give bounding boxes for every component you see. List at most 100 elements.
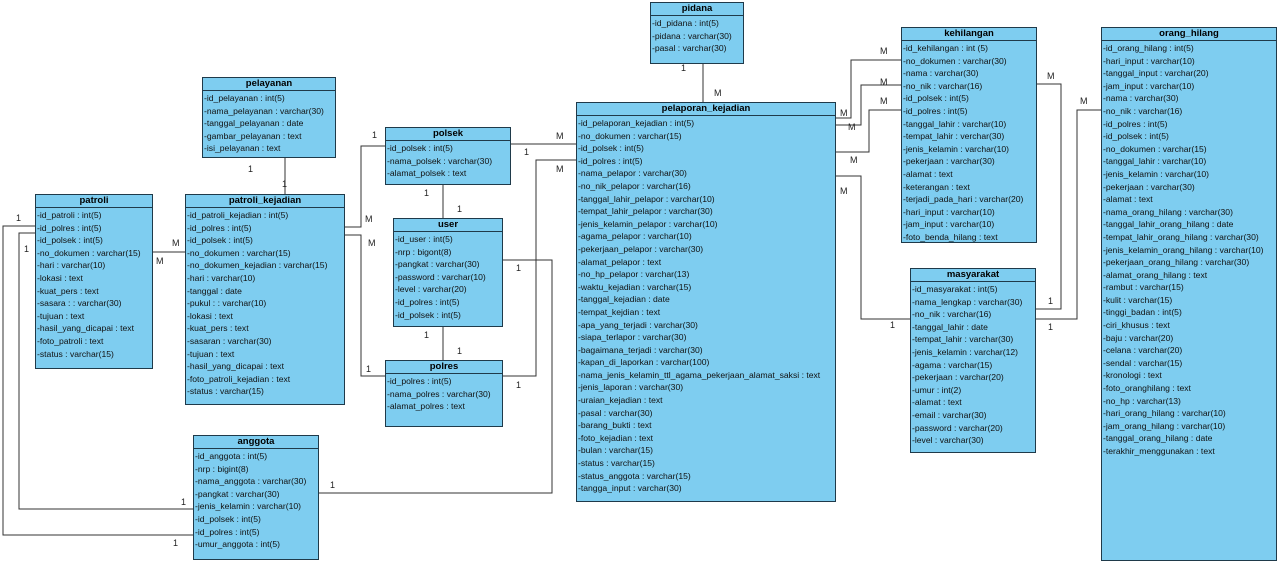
attribute-row: -bulan : varchar(15) xyxy=(578,445,653,456)
attribute-row: -terakhir_menggunakan : text xyxy=(1103,446,1215,456)
attribute-row: -foto_patroli : text xyxy=(37,335,104,346)
entity-anggota[interactable]: anggota -id_anggota : int(5)-nrp : bigin… xyxy=(193,435,319,560)
attribute-row: -jenis_kelamin : varchar(12) xyxy=(912,346,1019,357)
attribute-row: -tanggal_lahir_pelapor : varchar(10) xyxy=(578,193,715,204)
attribute-row: -id_polsek : int(5) xyxy=(1103,131,1169,142)
attribute-row: -no_dokumen : varchar(15) xyxy=(1103,143,1207,154)
attribute-list: -id_pelaporan_kejadian : int(5)-no_dokum… xyxy=(577,116,835,495)
attribute-row: -jenis_kelamin_orang_hilang : varchar(10… xyxy=(1103,244,1264,255)
cardinality-label: 1 xyxy=(330,480,336,490)
attribute-row: -no_nik : varchar(16) xyxy=(1103,105,1183,116)
attribute-row: -id_polres : int(5) xyxy=(387,376,452,386)
attribute-row: -jam_orang_hilang : varchar(10) xyxy=(1103,420,1226,431)
cardinality-label: 1 xyxy=(524,147,530,157)
attribute-row: -nama : varchar(30) xyxy=(903,68,979,79)
attribute-row: -foto_patroli_kejadian : text xyxy=(187,373,291,384)
attribute-row: -nama_pelayanan : varchar(30) xyxy=(204,105,324,116)
attribute-row: -jenis_kelamin : varchar(10) xyxy=(903,143,1010,154)
attribute-list: -id_user : int(5)-nrp : bigont(8)-pangka… xyxy=(394,232,502,321)
cardinality-label: 1 xyxy=(681,63,687,73)
attribute-row: -sasaran : varchar(30) xyxy=(187,335,272,346)
attribute-list: -id_patroli_kejadian : int(5)-id_polres … xyxy=(186,208,344,398)
rel-polsek-patroli-kejadian xyxy=(344,145,386,228)
attribute-row: -tempat_lahir : verchar(30) xyxy=(903,131,1005,142)
attribute-row: -tanggal_lahir_orang_hilang : date xyxy=(1103,219,1234,230)
entity-pidana[interactable]: pidana -id_pidana : int(5)-pidana : varc… xyxy=(650,2,744,64)
attribute-row: -alamat_pelapor : text xyxy=(578,256,662,267)
attribute-row: -nama_polres : varchar(30) xyxy=(387,388,491,399)
cardinality-label: 1 xyxy=(282,179,288,189)
attribute-row: -kapan_di_laporkan : varchar(100) xyxy=(578,357,710,368)
attribute-row: -pangkat : varchar(30) xyxy=(395,259,480,270)
attribute-row: -lokasi : text xyxy=(37,272,83,283)
cardinality-label: M xyxy=(840,186,848,196)
entity-masyarakat[interactable]: masyarakat -id_masyarakat : int(5)-nama_… xyxy=(910,268,1036,453)
entity-orang-hilang[interactable]: orang_hilang -id_orang_hilang : int(5)-h… xyxy=(1101,27,1277,561)
attribute-row: -hari : varchar(10) xyxy=(187,272,256,283)
attribute-row: -tujuan : text xyxy=(187,348,235,359)
cardinality-label: 1 xyxy=(516,263,522,273)
cardinality-label: M xyxy=(880,77,888,87)
attribute-row: -no_dokumen : varchar(15) xyxy=(578,130,682,141)
attribute-row: -alamat : text xyxy=(1103,194,1153,205)
attribute-row: -foto_kejadian : text xyxy=(578,432,654,443)
rel-patroli-anggota-1 xyxy=(2,225,193,536)
attribute-row: -tempat_lahir_orang_hilang : varchar(30) xyxy=(1103,231,1259,242)
attribute-row: -hari_input : varchar(10) xyxy=(1103,55,1195,66)
entity-pelayanan[interactable]: pelayanan -id_pelayanan : int(5)-nama_pe… xyxy=(202,77,336,158)
attribute-row: -alamat : text xyxy=(903,168,953,179)
entity-title: kehilangan xyxy=(902,28,1036,41)
attribute-row: -ciri_khusus : text xyxy=(1103,320,1170,331)
rel-pelaporan-masyarakat xyxy=(836,175,910,320)
cardinality-label: M xyxy=(556,164,564,174)
entity-title: pelaporan_kejadian xyxy=(577,103,835,116)
attribute-row: -no_dokumen : varchar(15) xyxy=(187,247,291,258)
entity-title: anggota xyxy=(194,436,318,449)
attribute-row: -nama_pelapor : varchar(30) xyxy=(578,168,687,179)
attribute-row: -id_pelayanan : int(5) xyxy=(204,93,285,103)
cardinality-label: M xyxy=(880,46,888,56)
cardinality-label: 1 xyxy=(457,346,463,356)
cardinality-label: M xyxy=(172,238,180,248)
attribute-row: -agama : varchar(15) xyxy=(912,359,993,370)
entity-polsek[interactable]: polsek -id_polsek : int(5)-nama_polsek :… xyxy=(385,127,511,185)
attribute-row: -id_patroli_kejadian : int(5) xyxy=(187,210,289,220)
attribute-row: -tanggal_lahir : date xyxy=(912,321,988,332)
attribute-row: -id_polres : int(5) xyxy=(903,105,968,116)
entity-pelaporan-kejadian[interactable]: pelaporan_kejadian -id_pelaporan_kejadia… xyxy=(576,102,836,502)
entity-patroli-kejadian[interactable]: patroli_kejadian -id_patroli_kejadian : … xyxy=(185,194,345,405)
entity-title: masyarakat xyxy=(911,269,1035,282)
attribute-row: -no_dokumen : varchar(30) xyxy=(903,55,1007,66)
attribute-row: -alamat_orang_hilang : text xyxy=(1103,269,1208,280)
attribute-row: -pukul : : varchar(10) xyxy=(187,298,267,309)
attribute-row: -tanggal : date xyxy=(187,285,242,296)
attribute-row: -tanggal_orang_hilang : date xyxy=(1103,433,1213,444)
attribute-row: -id_masyarakat : int(5) xyxy=(912,284,998,294)
entity-polres[interactable]: polres -id_polres : int(5) -nama_polres :… xyxy=(385,360,503,427)
cardinality-label: M xyxy=(556,131,564,141)
attribute-row: -pekerjaan_pelapor : varchar(30) xyxy=(578,243,704,254)
attribute-row: -nama : varchar(30) xyxy=(1103,93,1179,104)
entity-kehilangan[interactable]: kehilangan -id_kehilangan : int (5)-no_d… xyxy=(901,27,1037,243)
attribute-row: -tanggal_lahir : varchar(10) xyxy=(903,118,1007,129)
entity-title: polres xyxy=(386,361,502,374)
attribute-row: -no_hp : varchar(13) xyxy=(1103,395,1181,406)
attribute-row: -hasil_yang_dicapai : text xyxy=(37,323,134,334)
cardinality-label: 1 xyxy=(1048,296,1054,306)
cardinality-label: 1 xyxy=(424,188,430,198)
attribute-row: -kuat_pers : text xyxy=(37,285,99,296)
rel-patroli-anggota-2 xyxy=(18,232,193,510)
cardinality-label: 1 xyxy=(372,130,378,140)
attribute-row: -id_pidana : int(5) xyxy=(652,18,719,28)
rel-orang-hilang-masyarakat xyxy=(1036,109,1101,320)
attribute-row: -hasil_yang_dicapai : text xyxy=(187,361,284,372)
entity-user[interactable]: user -id_user : int(5)-nrp : bigont(8)-p… xyxy=(393,218,503,327)
entity-patroli[interactable]: patroli -id_patroli : int(5)-id_polres :… xyxy=(35,194,153,369)
attribute-row: -level : varchar(20) xyxy=(395,284,467,295)
entity-title: polsek xyxy=(386,128,510,141)
attribute-row: -terjadi_pada_hari : varchar(20) xyxy=(903,194,1024,205)
attribute-row: -id_polres : int(5) xyxy=(1103,118,1168,129)
attribute-row: -nrp : bigont(8) xyxy=(395,246,452,257)
cardinality-label: M xyxy=(880,96,888,106)
attribute-row: -apa_yang_terjadi : varchar(30) xyxy=(578,319,698,330)
